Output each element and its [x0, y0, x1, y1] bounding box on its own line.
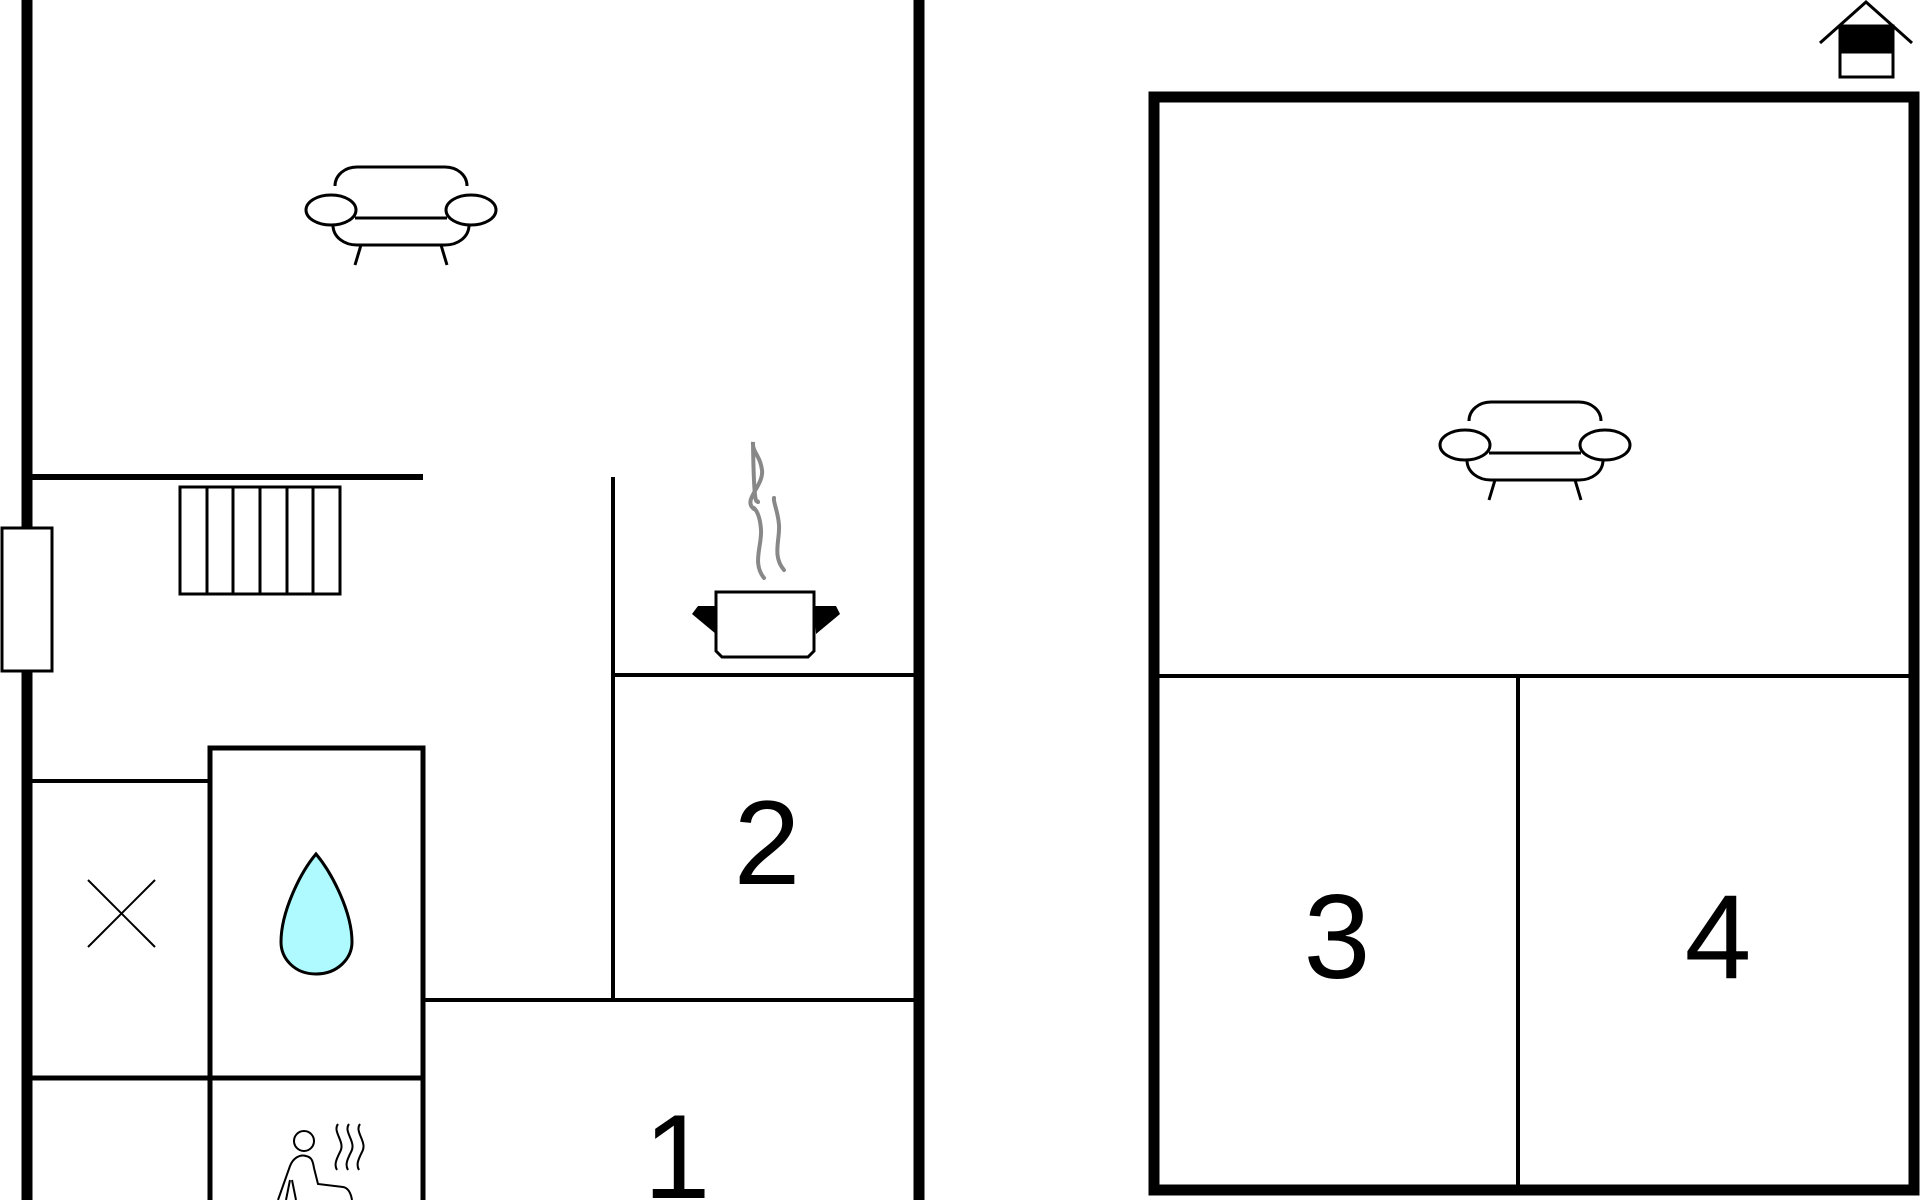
wall-bathroom — [207, 745, 426, 1200]
room-number-2: 2 — [734, 776, 801, 910]
radiator-icon — [178, 485, 342, 596]
right-building-walls — [1148, 91, 1920, 1196]
toilet-icon — [87, 879, 156, 948]
sauna-icon — [277, 1123, 365, 1200]
room-number-1: 1 — [644, 1090, 711, 1200]
fireplace-icon — [1819, 0, 1913, 79]
sofa-icon — [1438, 400, 1632, 502]
water-drop-icon — [279, 851, 354, 976]
room-number-3: 3 — [1304, 870, 1371, 1004]
cooking-pot-icon — [692, 441, 840, 659]
window-icon — [0, 526, 54, 673]
room-number-4: 4 — [1685, 870, 1752, 1004]
sofa-icon — [304, 165, 498, 267]
outer-walls-right-building — [1148, 91, 1920, 1196]
